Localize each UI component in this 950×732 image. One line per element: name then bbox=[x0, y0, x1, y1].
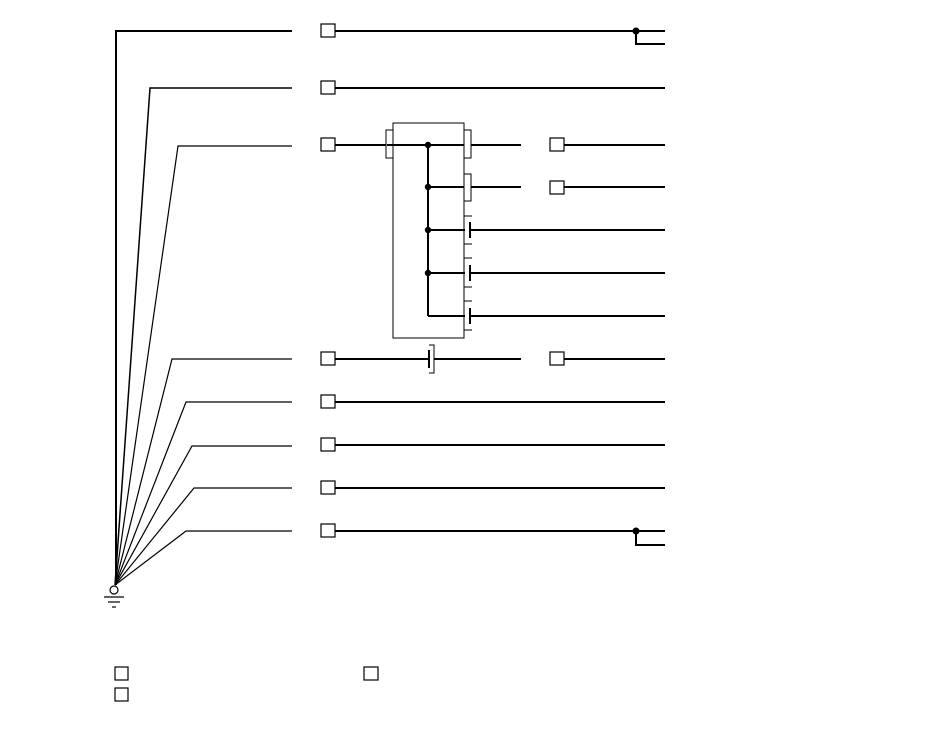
module-bus-dots bbox=[424, 141, 432, 277]
legend-box-2 bbox=[363, 666, 379, 681]
module-output-tab-2 bbox=[463, 173, 472, 202]
ground-icon bbox=[104, 585, 124, 608]
connector-box-1 bbox=[320, 23, 336, 38]
ground-fan-lines bbox=[114, 30, 292, 586]
far-connector-boxes bbox=[549, 137, 565, 366]
ground-line-7 bbox=[114, 487, 292, 586]
far-box-3 bbox=[549, 137, 565, 152]
connector-box-6 bbox=[320, 437, 336, 452]
connector-box-7 bbox=[320, 480, 336, 495]
junction-dot-8 bbox=[632, 527, 640, 535]
legend-box-1 bbox=[114, 666, 129, 681]
connector-boxes bbox=[320, 23, 336, 538]
legend bbox=[114, 666, 379, 702]
ground-line-4 bbox=[114, 358, 292, 586]
connector-box-2 bbox=[320, 80, 336, 95]
far-box-3b bbox=[549, 180, 565, 195]
connector-box-5 bbox=[320, 394, 336, 409]
wire-1-branch bbox=[635, 31, 665, 45]
connector-box-3 bbox=[320, 137, 336, 152]
ground-line-5 bbox=[114, 401, 292, 586]
ground-line-1 bbox=[115, 30, 292, 585]
signal-wires bbox=[335, 30, 665, 546]
junction-dots bbox=[632, 27, 640, 535]
wire-8-branch bbox=[635, 531, 665, 546]
connector-box-8 bbox=[320, 523, 336, 538]
connector-box-4 bbox=[320, 351, 336, 366]
far-box-4 bbox=[549, 351, 565, 366]
ground-line-2 bbox=[114, 87, 292, 586]
legend-box-3 bbox=[114, 687, 129, 702]
module-output-tab-1 bbox=[463, 129, 472, 159]
junction-dot-1 bbox=[632, 27, 640, 35]
ground-line-3 bbox=[114, 145, 292, 586]
capacitor-icon bbox=[428, 344, 435, 374]
ground-line-6 bbox=[114, 445, 292, 586]
ground-line-8 bbox=[114, 530, 292, 586]
